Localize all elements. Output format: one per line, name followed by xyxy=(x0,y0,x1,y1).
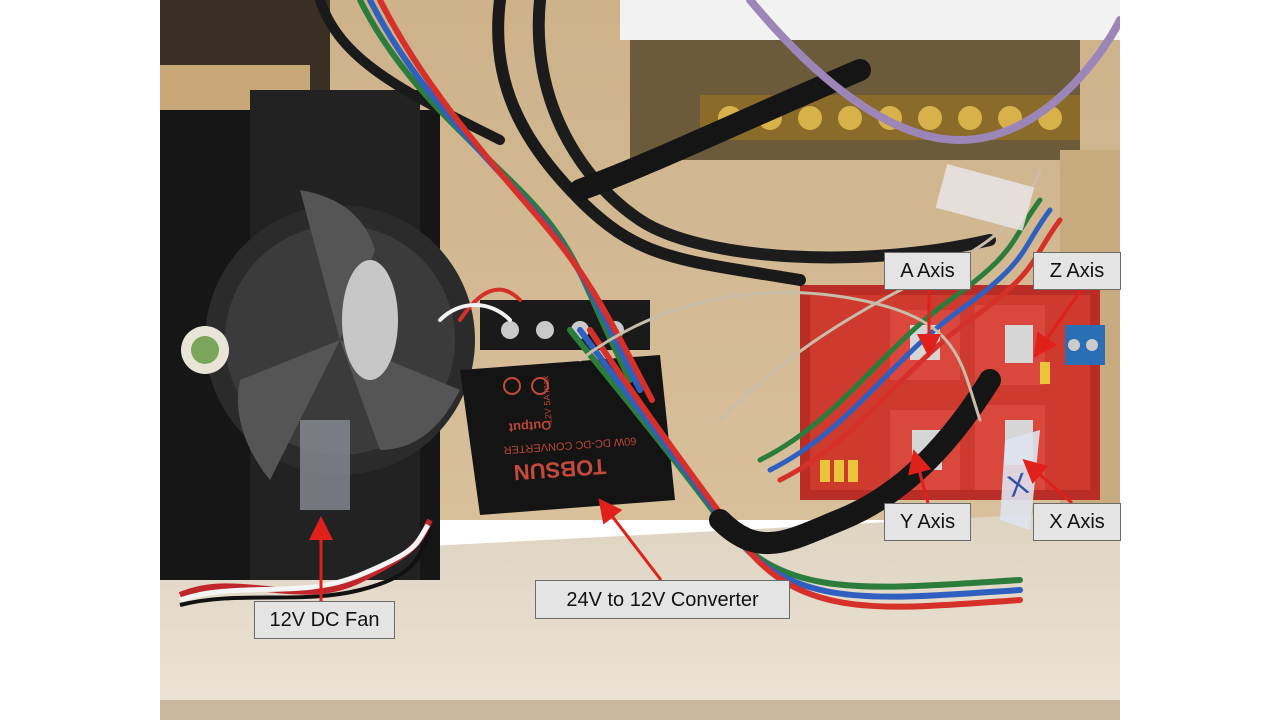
tape-bundle-top-right xyxy=(935,164,1035,231)
label-24v-to-12v-converter: 24V to 12V Converter xyxy=(535,580,790,619)
window-opening xyxy=(620,0,1120,40)
wire-bundles xyxy=(315,0,1120,610)
fan-assembly xyxy=(160,90,475,580)
converter-output-text: Output xyxy=(508,418,552,436)
shelf-edge xyxy=(160,700,1120,720)
enclosure-photo: TOBSUN 60W DC-DC CONVERTER Output 12V 5A… xyxy=(160,0,1120,720)
label-y-axis: Y Axis xyxy=(884,503,971,541)
enclosure-illustration: TOBSUN 60W DC-DC CONVERTER Output 12V 5A… xyxy=(160,0,1120,720)
fan-wire-white xyxy=(179,523,431,603)
converter-rating-text: 12V 5A max xyxy=(540,375,553,425)
label-12v-dc-fan: 12V DC Fan xyxy=(254,601,395,639)
label-z-axis: Z Axis xyxy=(1033,252,1121,290)
label-x-axis: X Axis xyxy=(1033,503,1121,541)
x-tape-label xyxy=(1000,430,1040,530)
jumpers xyxy=(820,362,1050,482)
label-a-axis: A Axis xyxy=(884,252,971,290)
fan-wire-black xyxy=(179,529,434,607)
